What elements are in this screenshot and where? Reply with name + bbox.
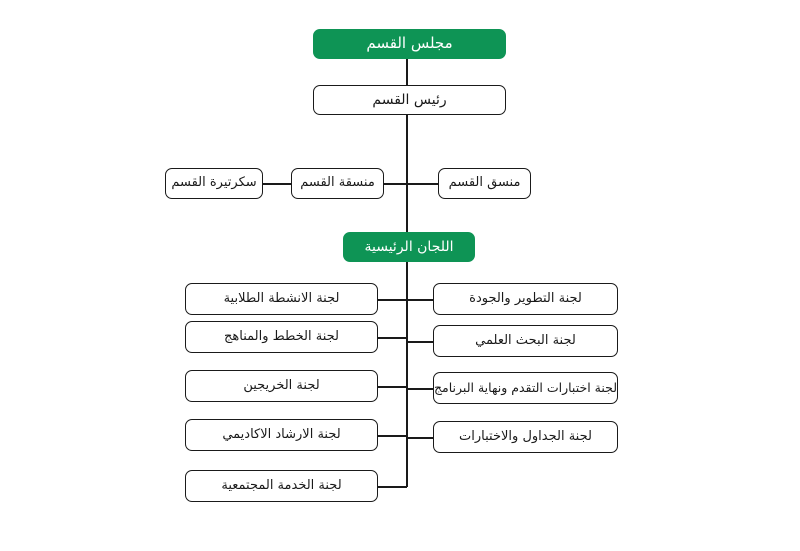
connector-coordinator-row-left xyxy=(263,183,292,185)
node-department-council[interactable]: مجلس القسم xyxy=(313,29,506,59)
connector-council-to-head xyxy=(406,58,408,86)
connector-branch-development-quality xyxy=(406,299,434,301)
connector-branch-scientific-research xyxy=(406,341,434,343)
node-department-secretary[interactable]: سكرتيرة القسم xyxy=(165,168,263,199)
node-committee-community-service[interactable]: لجنة الخدمة المجتمعية xyxy=(185,470,378,502)
node-department-coordinator-female[interactable]: منسقة القسم xyxy=(291,168,384,199)
connector-trunk-committees xyxy=(406,261,408,487)
node-committee-student-activities[interactable]: لجنة الانشطة الطلابية xyxy=(185,283,378,315)
node-committee-schedules-exams[interactable]: لجنة الجداول والاختبارات xyxy=(433,421,618,453)
connector-branch-schedules-exams xyxy=(406,437,434,439)
connector-branch-progress-exit-exams xyxy=(406,388,434,390)
node-committee-plans-curricula[interactable]: لجنة الخطط والمناهج xyxy=(185,321,378,353)
connector-coordinator-row-right xyxy=(384,183,438,185)
node-committee-graduates[interactable]: لجنة الخريجين xyxy=(185,370,378,402)
connector-branch-plans-curricula xyxy=(378,337,407,339)
node-main-committees[interactable]: اللجان الرئيسية xyxy=(343,232,475,262)
node-department-coordinator-male[interactable]: منسق القسم xyxy=(438,168,531,199)
connector-branch-student-activities xyxy=(378,299,407,301)
node-department-head[interactable]: رئيس القسم xyxy=(313,85,506,115)
connector-branch-graduates xyxy=(378,386,407,388)
connector-head-to-trunk xyxy=(406,114,408,232)
node-committee-scientific-research[interactable]: لجنة البحث العلمي xyxy=(433,325,618,357)
node-committee-development-quality[interactable]: لجنة التطوير والجودة xyxy=(433,283,618,315)
connector-branch-community-service xyxy=(378,486,407,488)
connector-branch-academic-advising xyxy=(378,435,407,437)
node-committee-academic-advising[interactable]: لجنة الارشاد الاكاديمي xyxy=(185,419,378,451)
node-committee-progress-exit-exams[interactable]: لجنة اختبارات التقدم ونهاية البرنامج xyxy=(433,372,618,404)
